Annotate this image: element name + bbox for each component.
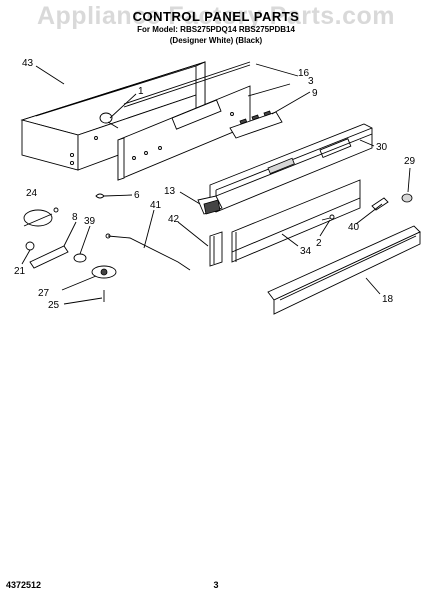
callout-3: 3 xyxy=(308,76,314,87)
part-8-housing xyxy=(29,245,69,269)
watermark: Appliance Factory Parts.com xyxy=(36,2,396,30)
callout-1: 1 xyxy=(138,86,144,97)
callout-24: 24 xyxy=(26,188,38,199)
callout-43: 43 xyxy=(22,58,34,69)
part-39-grommet xyxy=(73,253,87,263)
callout-42: 42 xyxy=(168,214,180,225)
callout-29: 29 xyxy=(404,156,416,167)
callout-34: 34 xyxy=(300,246,312,257)
part-1-switch xyxy=(94,112,119,140)
callout-labels: 43 16 1 3 9 30 29 24 6 13 41 42 8 39 40 … xyxy=(14,58,416,311)
callout-39: 39 xyxy=(84,216,96,227)
part-13-end-cap xyxy=(197,195,223,215)
part-6-clip xyxy=(95,193,105,199)
part-41-wire xyxy=(105,233,191,271)
callout-2: 2 xyxy=(316,238,322,249)
callout-9: 9 xyxy=(312,88,318,99)
callout-18: 18 xyxy=(382,294,394,305)
part-9-control-insert xyxy=(229,110,283,139)
part-29-knob xyxy=(401,193,413,203)
part-2-screw xyxy=(321,214,335,221)
part-21-bulb xyxy=(25,241,35,251)
callout-13: 13 xyxy=(164,186,176,197)
model-numbers: For Model: RBS275PDQ14 RBS275PDB14 xyxy=(137,25,295,34)
callout-30: 30 xyxy=(376,142,388,153)
callout-40: 40 xyxy=(348,222,360,233)
part-24-thermostat xyxy=(23,207,59,227)
part-30-control-panel xyxy=(209,123,373,213)
part-34-trim xyxy=(231,179,361,263)
part-16-rod xyxy=(123,61,251,108)
diagram-title: CONTROL PANEL PARTS xyxy=(132,9,300,24)
callout-25: 25 xyxy=(48,300,60,311)
callout-27: 27 xyxy=(38,288,50,299)
callout-21: 21 xyxy=(14,266,26,277)
part-42-bracket xyxy=(209,231,223,267)
part-27-base xyxy=(91,265,117,279)
callout-8: 8 xyxy=(72,212,78,223)
callout-41: 41 xyxy=(150,200,162,211)
callout-16: 16 xyxy=(298,68,310,79)
callout-6: 6 xyxy=(134,190,140,201)
part-18-rail xyxy=(267,225,421,315)
leader-lines xyxy=(21,63,411,305)
color-variants: (Designer White) (Black) xyxy=(169,36,263,45)
document-id: 4372512 xyxy=(6,580,42,590)
part-40-button xyxy=(371,197,389,211)
page-number: 3 xyxy=(213,580,219,590)
